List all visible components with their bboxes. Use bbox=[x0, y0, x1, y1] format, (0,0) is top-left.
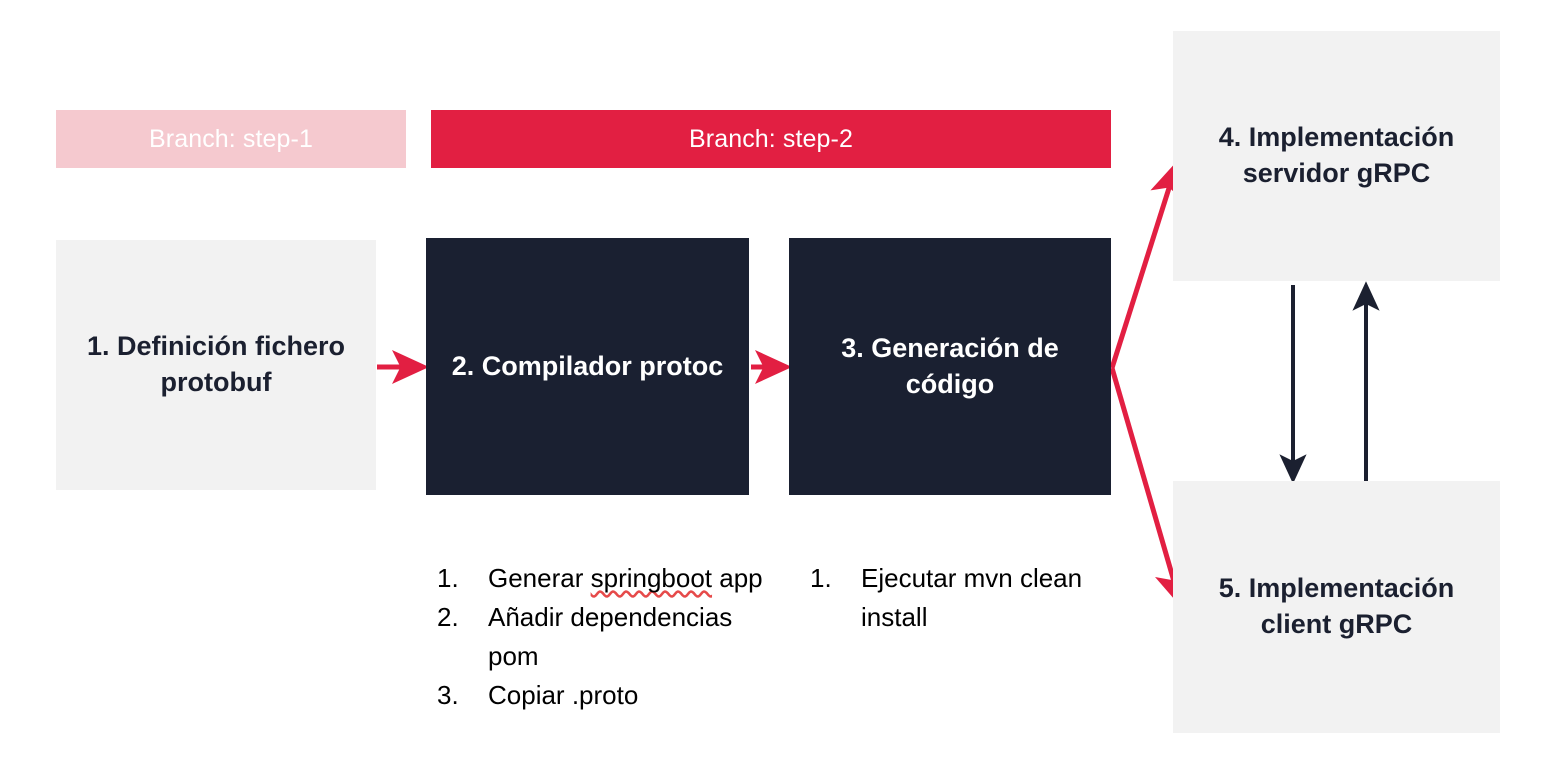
process-box-3-generacion-de-codigo: 3. Generación de código bbox=[789, 238, 1111, 495]
list-item-text-part: Generar bbox=[488, 563, 591, 593]
list-item: 3. Copiar .proto bbox=[437, 676, 777, 715]
list-item-number: 3. bbox=[437, 680, 459, 710]
list-item-text: Añadir dependencias pom bbox=[488, 602, 733, 671]
arrow-box3-to-box5 bbox=[1109, 367, 1188, 608]
branch-banner-step-1-label: Branch: step-1 bbox=[149, 124, 313, 153]
steps-list-under-box-2: 1. Generar springboot app 2. Añadir depe… bbox=[437, 559, 777, 715]
list-item-number: 1. bbox=[437, 563, 459, 593]
process-box-3-label: 3. Generación de código bbox=[841, 332, 1059, 399]
process-box-2-label: 2. Compilador protoc bbox=[451, 350, 724, 381]
arrow-box3-to-box4 bbox=[1109, 160, 1183, 369]
branch-banner-step-1: Branch: step-1 bbox=[56, 110, 406, 168]
list-item-text: Generar springboot app bbox=[488, 559, 777, 598]
list-item-misspelled-word: springboot bbox=[590, 563, 713, 593]
branch-banner-step-2: Branch: step-2 bbox=[431, 110, 1111, 168]
process-box-5-label: 5. Implementación client gRPC bbox=[1218, 573, 1455, 639]
list-item: 2. Añadir dependencias pom bbox=[437, 598, 777, 676]
process-box-1-definicion-fichero-protobuf: 1. Definición fichero protobuf bbox=[56, 240, 376, 490]
list-item-text: Ejecutar mvn clean install bbox=[861, 563, 1083, 632]
branch-banner-step-2-label: Branch: step-2 bbox=[689, 124, 853, 153]
list-item-number: 2. bbox=[437, 602, 459, 632]
process-box-4-label: 4. Implementación servidor gRPC bbox=[1218, 122, 1455, 188]
list-item-text-part-2: app bbox=[712, 563, 763, 593]
process-box-4-implementacion-servidor-grpc: 4. Implementación servidor gRPC bbox=[1173, 31, 1500, 281]
list-item: 1. Ejecutar mvn clean install bbox=[810, 559, 1110, 637]
process-box-2-compilador-protoc: 2. Compilador protoc bbox=[426, 238, 749, 495]
list-item-number: 1. bbox=[810, 563, 832, 593]
list-item: 1. Generar springboot app bbox=[437, 559, 777, 598]
list-item-text: Copiar .proto bbox=[488, 680, 639, 710]
steps-list-under-box-3: 1. Ejecutar mvn clean install bbox=[810, 559, 1110, 637]
process-box-5-implementacion-client-grpc: 5. Implementación client gRPC bbox=[1173, 481, 1500, 733]
process-box-1-label: 1. Definición fichero protobuf bbox=[86, 331, 346, 397]
